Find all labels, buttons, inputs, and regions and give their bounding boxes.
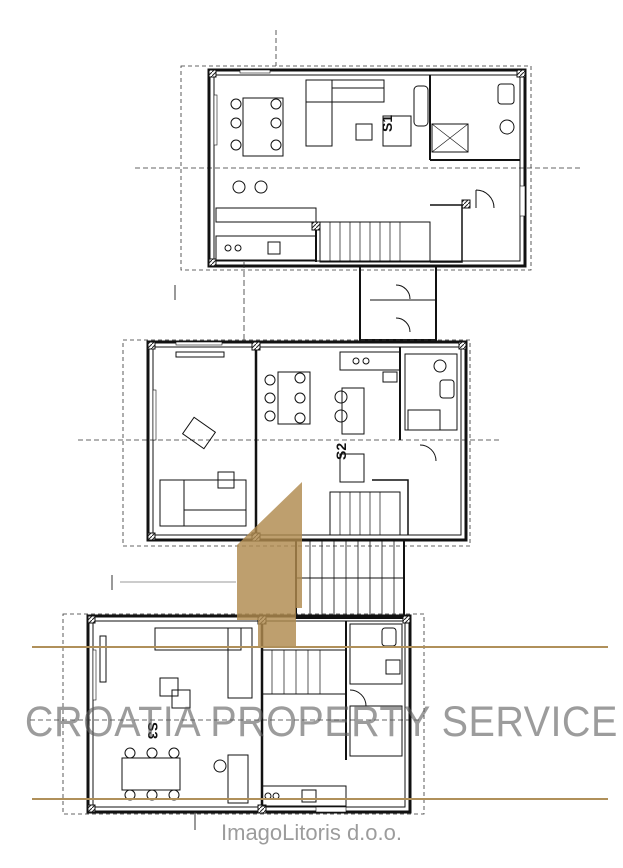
floor-label-s3: S3 — [145, 722, 161, 739]
watermark-line-top — [32, 646, 608, 648]
watermark-title: CROATIA PROPERTY SERVICE — [24, 698, 618, 746]
watermark-line-bottom — [32, 798, 608, 800]
floor-label-s1: S1 — [379, 115, 395, 132]
connector-top — [174, 262, 437, 341]
unit-s2: S2 — [78, 339, 500, 547]
connector-bottom — [111, 539, 405, 619]
floor-label-s2: S2 — [333, 443, 349, 460]
unit-s1: S1 — [135, 30, 580, 271]
tan-overlay-shape — [237, 482, 302, 648]
watermark-subtitle: ImagoLitoris d.o.o. — [221, 820, 402, 845]
